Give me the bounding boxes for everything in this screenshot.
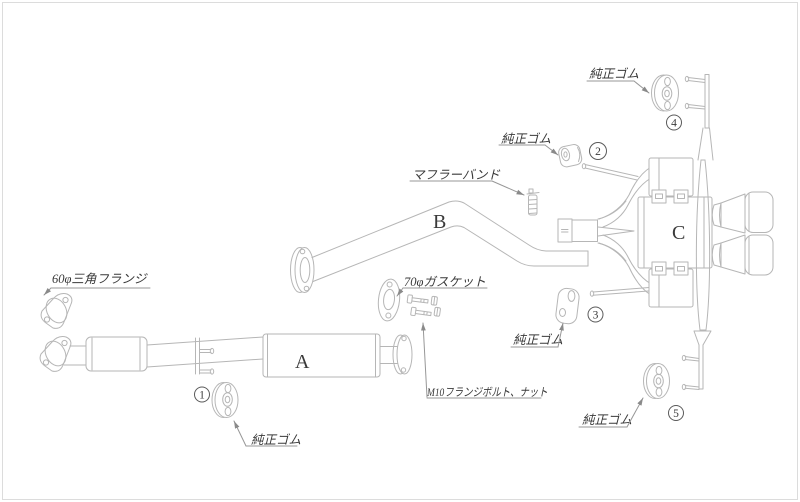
callout-muffler-band: マフラーバンド [409,168,525,196]
hanger-assembly-4 [651,74,714,161]
svg-text:60φ三角フランジ: 60φ三角フランジ [52,272,148,286]
item-number-1: 1 [194,386,210,403]
svg-text:純正ゴム: 純正ゴム [582,413,632,427]
section-label-b: B [433,211,446,233]
exhaust-tips [711,191,774,276]
callout-triangle-flange-60: 60φ三角フランジ [43,272,151,296]
item-number-2: 2 [589,142,607,160]
callout-stock-rubber-2: 純正ゴム [498,132,559,156]
svg-text:純正ゴム: 純正ゴム [589,67,639,81]
section-label-c: C [672,222,685,244]
callout-stock-rubber-4: 純正ゴム [586,67,650,94]
rubber-bushing-2 [558,144,583,168]
hanger-rod-2 [581,163,639,181]
rubber-mount-4 [651,74,679,112]
item-number-3: 3 [587,306,604,323]
item-number-5: 5 [668,405,684,421]
mid-pipe-b: B [290,200,589,293]
callout-gasket-70: 70φガスケット [396,275,488,297]
rubber-mount-1 [211,382,239,418]
item-number-4: 4 [666,114,682,131]
callout-m10-bolt-nut: M10フランジボルト、ナット [421,322,548,399]
muffler-band-part [526,188,540,216]
svg-text:2: 2 [595,146,601,158]
svg-text:純正ゴム: 純正ゴム [501,132,551,146]
callout-stock-rubber-3: 純正ゴム [510,322,564,348]
center-muffler-a: A [262,333,413,378]
svg-text:70φガスケット: 70φガスケット [404,275,486,289]
callout-stock-rubber-1: 純正ゴム [233,420,301,447]
svg-text:3: 3 [593,310,599,322]
rear-muffler-c: C [557,157,774,331]
svg-text:M10フランジボルト、ナット: M10フランジボルト、ナット [426,386,548,399]
front-hanger-rod [195,337,215,375]
rear-valance-plate [695,159,711,331]
band-clamps [651,189,689,276]
svg-text:1: 1 [199,390,205,402]
triangle-flange-loose [40,293,73,329]
svg-text:4: 4 [671,118,677,130]
svg-text:マフラーバンド: マフラーバンド [412,168,501,182]
section-label-a: A [295,351,310,373]
hanger-assembly-5 [643,330,712,399]
front-pipe-assembly [39,336,264,375]
svg-text:純正ゴム: 純正ゴム [251,433,301,447]
svg-text:5: 5 [673,408,679,420]
hanger-rod-3 [589,287,650,297]
rubber-mount-5 [643,363,670,399]
callout-stock-rubber-5: 純正ゴム [578,397,644,428]
svg-text:純正ゴム: 純正ゴム [513,333,563,347]
bolt-nut-set [406,294,441,317]
gasket-70 [377,278,401,322]
rubber-bushing-3 [555,287,580,325]
